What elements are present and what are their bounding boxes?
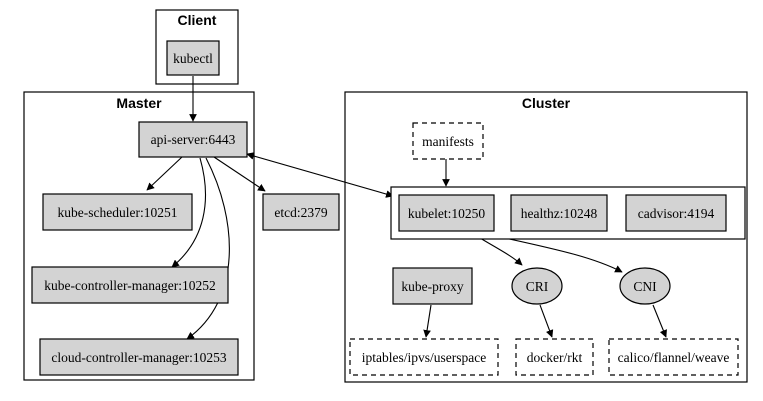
api-server-node: api-server:6443 (138, 121, 248, 158)
manifests-node: manifests (412, 122, 484, 160)
calico-label: calico/flannel/weave (618, 350, 730, 365)
etcd-node: etcd:2379 (262, 193, 340, 231)
kube-controller-manager-node: kube-controller-manager:10252 (31, 266, 229, 304)
docker-label: docker/rkt (527, 350, 583, 365)
client-cluster-title: Client (178, 12, 217, 28)
kube-proxy-label: kube-proxy (401, 279, 463, 294)
manifests-label: manifests (422, 134, 474, 149)
edge-kube-proxy-to-iptables (423, 304, 432, 338)
kubelet-node: kubelet:10250 (398, 194, 495, 232)
kubectl-label: kubectl (173, 51, 213, 66)
edge-api-server-kubelet-bidirectional (246, 152, 394, 198)
worker-cluster-title: Cluster (522, 95, 571, 111)
edge-kubelet-to-cri (479, 237, 523, 266)
kube-controller-manager-label: kube-controller-manager:10252 (44, 278, 215, 293)
master-cluster-title: Master (116, 95, 162, 111)
kubectl-node: kubectl (166, 40, 220, 76)
healthz-label: healthz:10248 (521, 206, 598, 221)
etcd-label: etcd:2379 (274, 205, 327, 220)
cadvisor-node: cadvisor:4194 (625, 194, 727, 232)
iptables-label: iptables/ipvs/userspace (362, 350, 486, 365)
cri-node: CRI (511, 267, 563, 305)
healthz-node: healthz:10248 (510, 194, 608, 232)
docker-node: docker/rkt (515, 338, 594, 376)
edge-cni-to-calico (652, 304, 667, 338)
edge-api-server-to-kube-controller-manager (171, 157, 206, 268)
iptables-node: iptables/ipvs/userspace (349, 338, 499, 376)
cni-node: CNI (619, 267, 671, 305)
kube-proxy-node: kube-proxy (392, 267, 473, 305)
edge-api-server-to-cloud-controller-manager (186, 157, 230, 340)
api-server-label: api-server:6443 (151, 132, 236, 147)
edges (146, 76, 667, 340)
kube-scheduler-node: kube-scheduler:10251 (42, 193, 193, 231)
cloud-controller-manager-node: cloud-controller-manager:10253 (39, 338, 239, 376)
cadvisor-label: cadvisor:4194 (638, 206, 715, 221)
edge-cri-to-docker (539, 304, 554, 338)
edge-kubelet-to-cni (504, 237, 623, 273)
cri-label: CRI (526, 279, 549, 294)
kube-scheduler-label: kube-scheduler:10251 (58, 205, 178, 220)
cloud-controller-manager-label: cloud-controller-manager:10253 (51, 350, 226, 365)
calico-node: calico/flannel/weave (608, 338, 739, 376)
cni-label: CNI (633, 279, 657, 294)
edge-api-server-to-kube-scheduler (146, 156, 183, 191)
kubelet-label: kubelet:10250 (408, 206, 485, 221)
